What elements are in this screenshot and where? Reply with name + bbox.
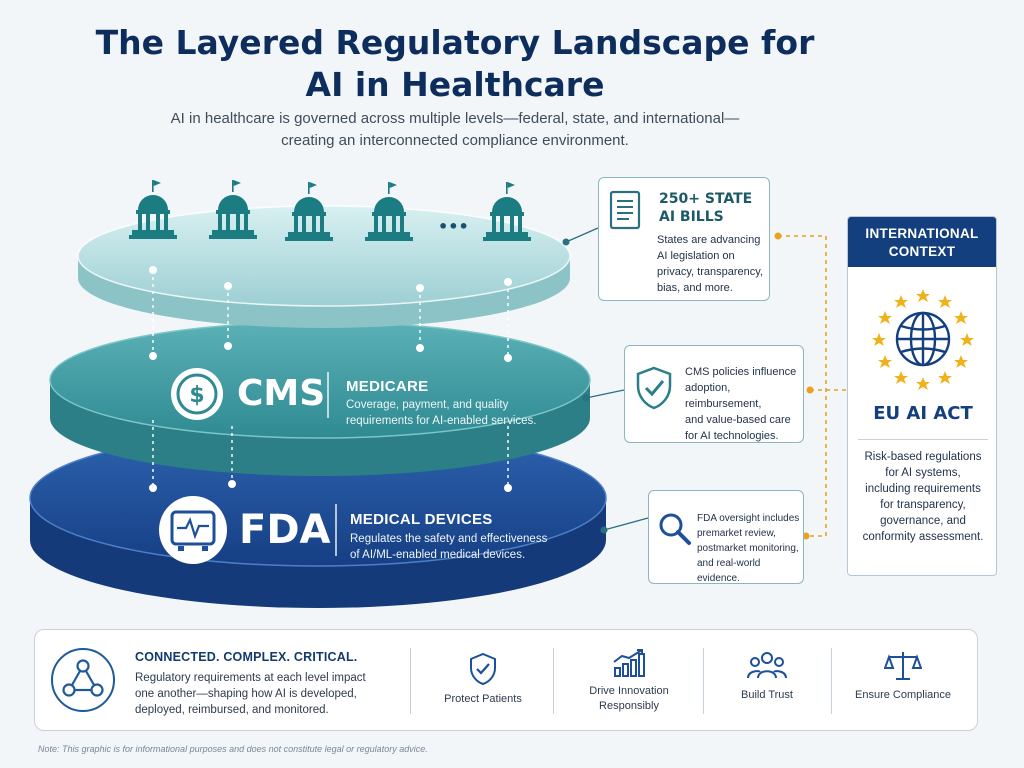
title-line-1: The Layered Regulatory Landscape for	[95, 23, 815, 62]
shield-check-icon	[636, 366, 672, 410]
cms-layer-name: CMS	[237, 373, 326, 414]
pillar-label: Drive Innovation Responsibly	[556, 684, 702, 714]
pillar-label-line: Drive Innovation	[589, 685, 669, 697]
fda-layer-desc-1: Regulates the safety and effectiveness	[350, 533, 548, 545]
cms-callout-desc-1: CMS policies influence	[685, 366, 797, 378]
international-header-2: CONTEXT	[888, 244, 956, 259]
svg-text:$: $	[189, 383, 204, 408]
banner-divider	[553, 648, 554, 714]
cms-callout-desc-3: and value-based care	[685, 414, 791, 426]
capitol-building-icon	[285, 182, 333, 241]
pillar-label: Ensure Compliance	[833, 688, 973, 703]
state-bills-desc: States are advancing AI legislation on p…	[657, 232, 769, 296]
state-bills-desc-4: bias, and more.	[657, 282, 733, 294]
state-bills-desc-3: privacy, transparency,	[657, 266, 763, 278]
connector-dots	[149, 266, 512, 492]
fda-callout-desc-1: FDA oversight includes	[697, 513, 800, 524]
magnifier-icon	[659, 513, 691, 545]
banner-divider	[831, 648, 832, 714]
network-nodes-icon	[51, 648, 115, 712]
scales-icon	[884, 652, 922, 680]
international-divider	[858, 439, 988, 440]
banner-divider	[410, 648, 411, 714]
bottom-desc-2: one another—shaping how AI is developed,	[135, 688, 357, 700]
capitol-building-icon	[209, 180, 257, 239]
cms-callout-desc-4: for AI technologies.	[685, 430, 779, 442]
state-bills-desc-1: States are advancing	[657, 234, 761, 246]
fda-layer-heading: MEDICAL DEVICES	[350, 511, 493, 528]
cms-callout-desc-2: adoption, reimbursement,	[685, 382, 762, 410]
bottom-description: Regulatory requirements at each level im…	[135, 670, 405, 718]
page-subtitle: AI in healthcare is governed across mult…	[60, 108, 850, 152]
dollar-coin-icon: $	[171, 368, 223, 420]
cms-layer-desc-2: requirements for AI-enabled services.	[346, 415, 537, 427]
cms-layer-heading: MEDICARE	[346, 378, 429, 395]
capitol-building-icon	[483, 182, 531, 241]
growth-chart-icon	[613, 649, 645, 677]
title-line-2: AI in Healthcare	[305, 65, 605, 104]
fda-callout-desc: FDA oversight includes premarket review,…	[697, 511, 805, 586]
fda-layer-desc-2: of AI/ML-enabled medical devices.	[350, 549, 526, 561]
subtitle-line-1: AI in healthcare is governed across mult…	[170, 110, 740, 127]
callout-leaders	[565, 227, 649, 531]
eu-desc-3: including requirements	[865, 483, 981, 495]
bottom-desc-3: deployed, reimbursed, and monitored.	[135, 704, 329, 716]
international-connector	[778, 235, 846, 537]
more-states-ellipsis: •••	[438, 217, 469, 236]
capitol-building-icon	[129, 180, 177, 239]
fda-callout-desc-2: premarket review,	[697, 528, 776, 539]
pillar-protect-patients: Protect Patients	[413, 648, 553, 707]
eu-desc-6: conformity assessment.	[862, 531, 984, 543]
disclaimer-note: Note: This graphic is for informational …	[38, 744, 428, 754]
state-bills-title-1: 250+ STATE	[659, 191, 753, 207]
cms-layer-desc-1: Coverage, payment, and quality	[346, 399, 509, 411]
medical-monitor-icon	[159, 496, 227, 564]
pillar-label-line: Protect Patients	[444, 693, 522, 705]
fda-callout-desc-3: postmarket monitoring,	[697, 543, 799, 554]
international-header-1: INTERNATIONAL	[865, 226, 979, 241]
pillar-drive-innovation: Drive Innovation Responsibly	[556, 648, 702, 714]
eu-globe-icon	[872, 289, 974, 390]
fda-layer-text: MEDICAL DEVICES Regulates the safety and…	[350, 511, 590, 563]
document-icon	[609, 190, 641, 230]
pillar-label-line: Ensure Compliance	[855, 689, 951, 701]
fda-callout: FDA oversight includes premarket review,…	[648, 490, 804, 584]
cms-layer-text: MEDICARE Coverage, payment, and quality …	[346, 378, 586, 429]
cms-callout-desc: CMS policies influence adoption, reimbur…	[685, 364, 803, 444]
page-title: The Layered Regulatory Landscape for AI …	[60, 22, 850, 106]
pillar-label-line: Responsibly	[599, 700, 659, 712]
state-bills-callout: 250+ STATE AI BILLS States are advancing…	[598, 177, 770, 301]
international-context-header: INTERNATIONAL CONTEXT	[848, 217, 996, 267]
pillar-ensure-compliance: Ensure Compliance	[833, 648, 973, 703]
eu-desc-1: Risk-based regulations	[864, 451, 982, 463]
fda-callout-desc-4: and real-world evidence.	[697, 558, 761, 584]
eu-desc-5: governance, and	[880, 515, 966, 527]
eu-desc-2: for AI systems,	[885, 467, 961, 479]
bottom-desc-1: Regulatory requirements at each level im…	[135, 672, 366, 684]
pillar-build-trust: Build Trust	[705, 648, 829, 703]
pillar-label: Protect Patients	[413, 692, 553, 707]
state-layer-disc	[77, 205, 571, 328]
pillar-label: Build Trust	[705, 688, 829, 703]
bottom-banner: CONNECTED. COMPLEX. CRITICAL. Regulatory…	[34, 629, 978, 731]
bottom-heading: CONNECTED. COMPLEX. CRITICAL.	[135, 650, 358, 664]
international-context-panel: INTERNATIONAL CONTEXT EU AI ACT	[847, 216, 997, 576]
shield-check-icon	[470, 652, 496, 686]
layer-connectors	[152, 270, 509, 488]
layer-stack-diagram: ••• $	[29, 180, 846, 608]
subtitle-line-2: creating an interconnected compliance en…	[281, 132, 629, 149]
eu-ai-act-title: EU AI ACT	[873, 403, 973, 424]
eu-ai-act-desc: Risk-based regulations for AI systems, i…	[856, 449, 990, 545]
banner-divider	[703, 648, 704, 714]
state-bills-desc-2: AI legislation on	[657, 250, 735, 262]
state-bills-title-2: AI BILLS	[659, 209, 724, 225]
fda-layer-name: FDA	[239, 507, 331, 553]
cms-callout: CMS policies influence adoption, reimbur…	[624, 345, 804, 443]
people-icon	[747, 652, 787, 679]
pillar-label-line: Build Trust	[741, 689, 793, 701]
capitol-building-icon	[365, 182, 413, 241]
eu-desc-4: for transparency,	[880, 499, 966, 511]
